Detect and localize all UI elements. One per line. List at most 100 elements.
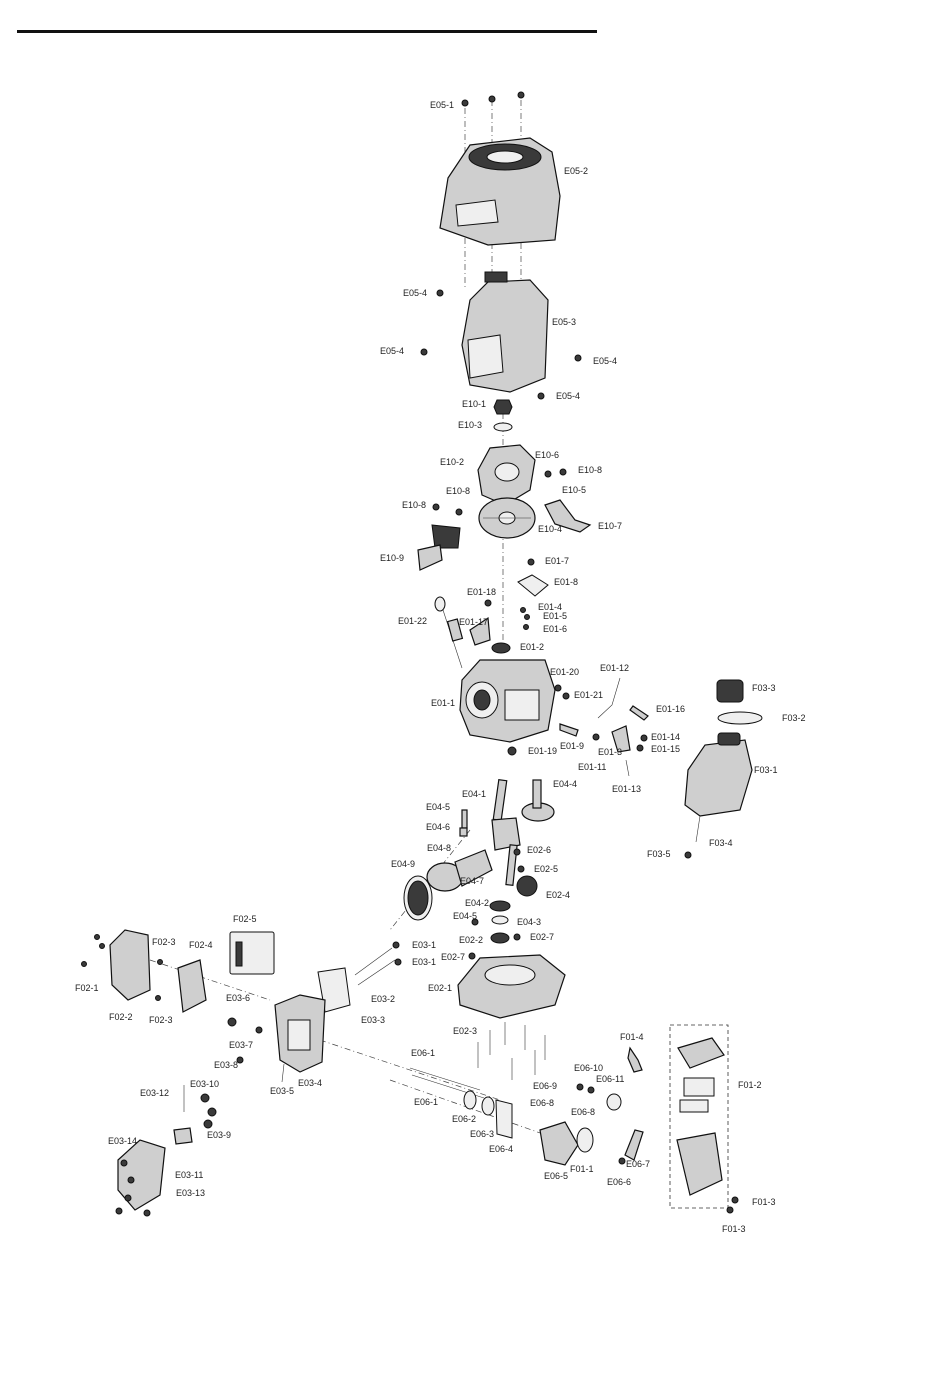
part-label: E01-22	[398, 616, 427, 626]
part-label: E02-6	[527, 845, 551, 855]
part-label: F02-5	[233, 914, 257, 924]
fuel-line-f01-1	[576, 1046, 644, 1165]
part-label: F02-3	[152, 937, 176, 947]
part-label: E01-21	[574, 690, 603, 700]
valve-parts-e03	[173, 1017, 285, 1145]
brake-e10-7	[432, 468, 592, 533]
fuel-cap-f03-3	[716, 679, 763, 725]
part-label: E04-4	[553, 779, 577, 789]
part-label: E03-10	[190, 1079, 219, 1089]
blower-housing-e05-2	[439, 137, 561, 246]
part-label: E04-6	[426, 822, 450, 832]
part-label: E02-4	[546, 890, 570, 900]
cover-e01-8	[517, 558, 549, 630]
cylinder-head-e03-4	[274, 994, 326, 1073]
part-label: E01-17	[459, 617, 488, 627]
seal-e01-2	[491, 642, 511, 654]
crankcase-e01-1	[459, 659, 556, 756]
part-label: F02-2	[109, 1012, 133, 1022]
part-label: E06-8	[571, 1107, 595, 1117]
valve-cover-e03-14	[115, 1139, 166, 1217]
part-label: E01-18	[467, 587, 496, 597]
crankcase-cover-e02-1	[457, 952, 566, 1019]
head-gasket-e03-3	[317, 967, 351, 1013]
part-label: F01-3	[752, 1197, 776, 1207]
piston-rings-e04-9	[403, 875, 433, 921]
air-filter-box	[669, 1024, 729, 1209]
part-label: E01-2	[520, 642, 544, 652]
part-label: F01-4	[620, 1032, 644, 1042]
part-label: E03-5	[270, 1086, 294, 1096]
part-label: E10-8	[402, 500, 426, 510]
part-label: F03-4	[709, 838, 733, 848]
part-label: E10-8	[446, 486, 470, 496]
part-label: E06-8	[530, 1098, 554, 1108]
part-label: E04-8	[427, 843, 451, 853]
part-label: E01-16	[656, 704, 685, 714]
part-label: E10-3	[458, 420, 482, 430]
part-label: E01-15	[651, 744, 680, 754]
part-label: E01-9	[560, 741, 584, 751]
part-label: E10-8	[578, 465, 602, 475]
screw-e05-1	[461, 91, 525, 107]
crankshaft-e04-1	[491, 778, 521, 886]
muffler-f02-4	[155, 959, 207, 1013]
part-label: F03-2	[782, 713, 806, 723]
header-rule	[17, 30, 597, 33]
part-label: E02-7	[441, 952, 465, 962]
ignition-coil-e10-9	[417, 524, 461, 571]
seals-e04-2	[471, 900, 521, 944]
part-label: E04-9	[391, 859, 415, 869]
part-label: E03-14	[108, 1136, 137, 1146]
part-label: E02-1	[428, 983, 452, 993]
part-label: E03-9	[207, 1130, 231, 1140]
part-label: E01-4	[538, 602, 562, 612]
part-label: E06-11	[596, 1074, 624, 1084]
part-label: E03-6	[226, 993, 250, 1003]
part-label: E05-3	[552, 317, 576, 327]
carburetor-e06-5	[463, 1090, 594, 1166]
part-label: E01-11	[578, 762, 606, 772]
part-label: E03-4	[298, 1078, 322, 1088]
part-label: E03-1	[412, 957, 436, 967]
part-label: E03-11	[175, 1170, 203, 1180]
part-label: E05-4	[403, 288, 427, 298]
part-label: E06-1	[414, 1097, 438, 1107]
part-label: F03-1	[754, 765, 778, 775]
part-label: E06-10	[574, 1063, 603, 1073]
muffler-gasket-f02-5	[229, 931, 275, 975]
part-label: E04-7	[460, 876, 484, 886]
part-label: F01-2	[738, 1080, 762, 1090]
part-label: E05-1	[430, 100, 454, 110]
part-label: E06-1	[411, 1048, 435, 1058]
part-label: E06-6	[607, 1177, 631, 1187]
muffler-shield-f02-2	[81, 929, 151, 1001]
part-label: E01-19	[528, 746, 557, 756]
part-label: E06-7	[626, 1159, 650, 1169]
cam-gear-e02-4	[513, 848, 538, 897]
part-label: E04-1	[462, 789, 486, 799]
part-label: E03-13	[176, 1188, 205, 1198]
part-label: E02-7	[530, 932, 554, 942]
part-label: E01-1	[431, 698, 455, 708]
part-label: E06-5	[544, 1171, 568, 1181]
part-label: E01-14	[651, 732, 680, 742]
gear-e04-4	[521, 779, 555, 822]
part-label: E02-5	[534, 864, 558, 874]
part-label: E10-2	[440, 457, 464, 467]
part-label: E03-3	[361, 1015, 385, 1025]
part-label: F02-4	[189, 940, 213, 950]
part-label: E01-12	[600, 663, 629, 673]
pin-e04-5	[459, 809, 468, 837]
part-label: E01-7	[545, 556, 569, 566]
part-label: E05-4	[556, 391, 580, 401]
part-label: E04-3	[517, 917, 541, 927]
sump-bolts-e02-3	[477, 1022, 546, 1080]
part-label: F03-3	[752, 683, 776, 693]
part-label: E03-12	[140, 1088, 169, 1098]
governor-linkage-e01-12	[554, 677, 649, 777]
part-label: E10-7	[598, 521, 622, 531]
governor-e01-17	[469, 599, 492, 646]
part-label: E01-5	[543, 611, 567, 621]
piston-e04-8	[426, 849, 493, 892]
